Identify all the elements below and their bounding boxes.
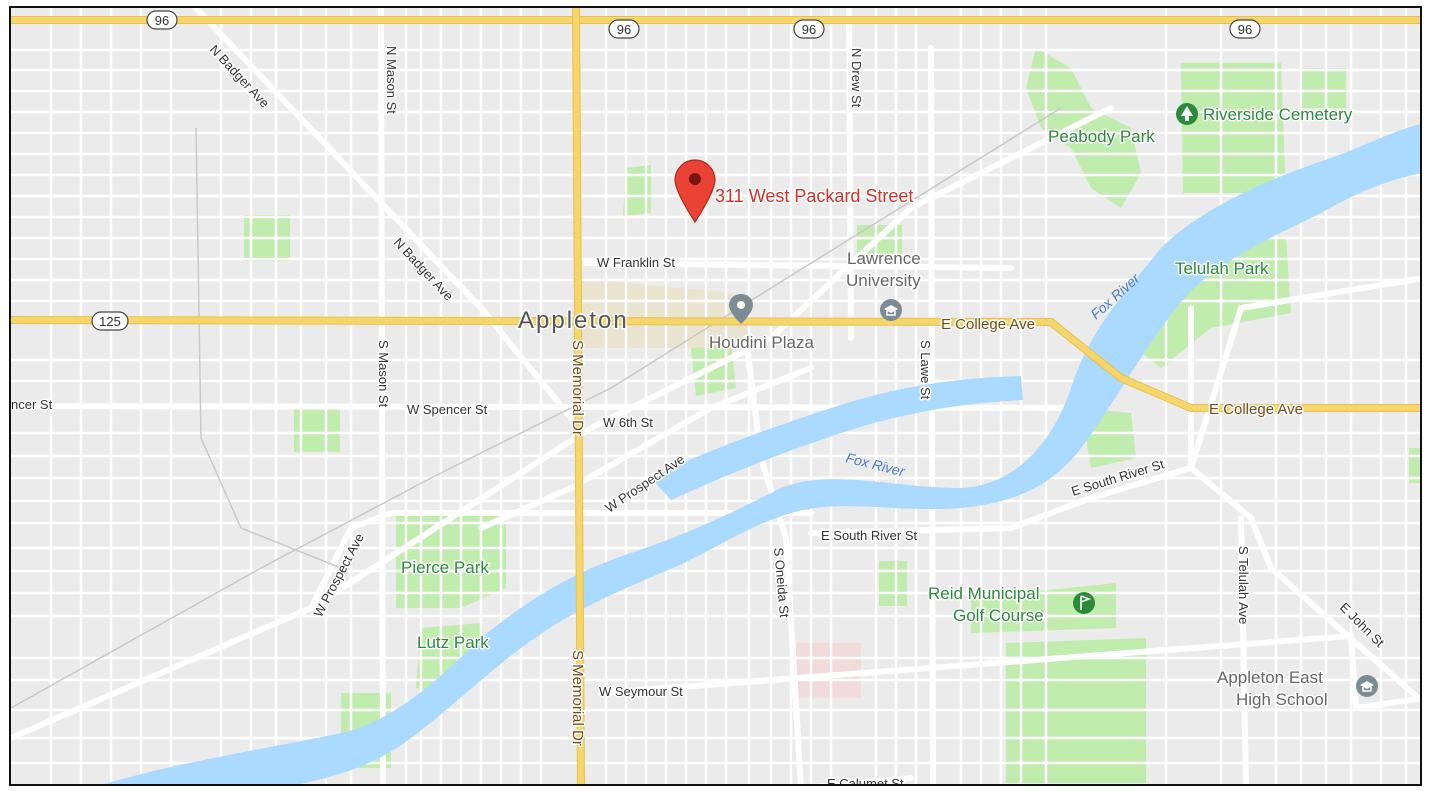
road-label: S Memorial Dr (569, 650, 586, 746)
tree-icon[interactable] (1176, 103, 1198, 125)
place-label: Lawrence (847, 249, 921, 268)
place-label: Pierce Park (401, 558, 489, 577)
place-label: Peabody Park (1048, 127, 1155, 146)
hospital-area (796, 643, 861, 698)
road-label: W Spencer St (407, 402, 488, 417)
location-pin-icon[interactable] (729, 294, 753, 324)
road-label: E College Ave (941, 316, 1035, 333)
route-shield-96: 96 (793, 19, 825, 39)
major-roads (11, 8, 1420, 784)
road-label: S Mason St (376, 340, 391, 408)
road-label: E College Ave (1209, 401, 1303, 418)
road-label: S Memorial Dr (569, 340, 586, 436)
route-number: 96 (155, 13, 169, 28)
university-icon[interactable] (880, 299, 902, 321)
route-number: 125 (99, 314, 121, 329)
route-shield-96: 96 (608, 19, 640, 39)
road-label: E South River St (821, 528, 917, 543)
city-label: Appleton (518, 307, 629, 334)
place-label: University (846, 271, 921, 290)
road-label: E Calumet St (827, 776, 904, 786)
highways (11, 8, 1420, 784)
road-label: S Telulah Ave (1236, 546, 1251, 624)
place-label: Reid Municipal (928, 584, 1040, 603)
road-label: N Mason St (384, 46, 399, 114)
place-label: Lutz Park (417, 633, 489, 652)
road-label: W Franklin St (597, 255, 675, 270)
road-label: W Seymour St (599, 684, 683, 699)
highway-labels: E College Ave E College Ave S Memorial D… (568, 315, 1305, 748)
fox-river (104, 124, 1420, 784)
route-shields: 96 96 96 96 125 (91, 10, 1261, 331)
map-pin-icon[interactable] (674, 159, 716, 224)
place-label: Appleton East (1217, 668, 1323, 687)
fox-river-channel (651, 376, 1023, 500)
place-label: Golf Course (953, 606, 1044, 625)
route-number: 96 (802, 22, 816, 37)
route-shield-125: 125 (91, 311, 129, 331)
map-canvas[interactable]: 96 96 96 96 125 N Badger Ave N Badger Av… (11, 8, 1422, 786)
place-label: Riverside Cemetery (1203, 105, 1353, 124)
rail-line (11, 107, 1062, 709)
school-icon[interactable] (1356, 675, 1378, 697)
place-label: High School (1236, 690, 1328, 709)
place-labels: Riverside Cemetery Peabody Park Telulah … (400, 104, 1355, 711)
route-number: 96 (617, 22, 631, 37)
route-shield-96: 96 (1229, 19, 1261, 39)
route-shield-96: 96 (146, 10, 178, 30)
map-frame: 96 96 96 96 125 N Badger Ave N Badger Av… (9, 6, 1422, 786)
road-label: ncer St (11, 397, 53, 412)
place-label: Telulah Park (1175, 259, 1269, 278)
rail-line-west (195, 127, 342, 569)
road-label: N Drew St (849, 48, 864, 108)
golf-icon[interactable] (1073, 592, 1095, 614)
place-label: Houdini Plaza (709, 333, 814, 352)
route-number: 96 (1238, 22, 1252, 37)
marker-label: 311 West Packard Street (715, 186, 913, 206)
road-label: S Lawe St (918, 340, 933, 400)
road-label: W 6th St (603, 415, 653, 430)
